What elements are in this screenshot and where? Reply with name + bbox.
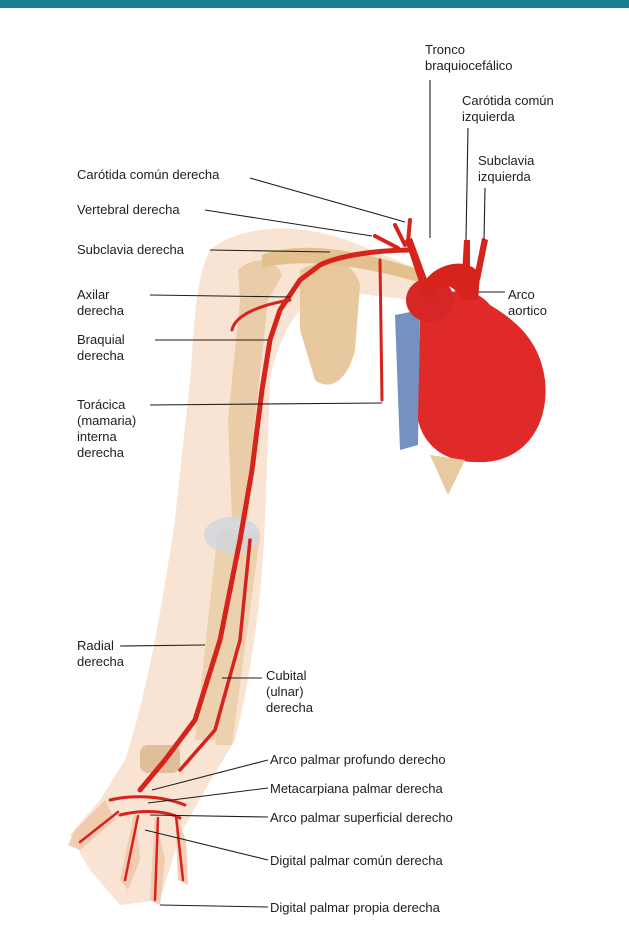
label-axilar-derecha: Axilar derecha: [77, 287, 124, 319]
label-line: Arco: [508, 287, 547, 303]
label-line: Tronco: [425, 42, 512, 58]
label-arco-aortico: Arco aortico: [508, 287, 547, 319]
left-carotid: [462, 240, 470, 275]
label-line: derecha: [266, 700, 313, 716]
internal-thoracic: [380, 260, 382, 400]
label-line: Subclavia: [478, 153, 534, 169]
vena-cava: [395, 310, 420, 450]
label-subclavia-derecha: Subclavia derecha: [77, 242, 184, 258]
label-line: Carótida común: [462, 93, 554, 109]
label-tronco-braquiocefalico: Tronco braquiocefálico: [425, 42, 512, 74]
label-line: derecha: [77, 348, 125, 364]
label-line: izquierda: [462, 109, 554, 125]
label-line: Radial: [77, 638, 124, 654]
elbow-joint: [204, 517, 260, 553]
label-radial-derecha: Radial derecha: [77, 638, 124, 670]
label-line: (mamaria): [77, 413, 136, 429]
label-cubital-derecha: Cubital (ulnar) derecha: [266, 668, 313, 716]
carotid-vertebral-branches: [375, 220, 410, 248]
label-arco-palmar-superficial: Arco palmar superficial derecho: [270, 810, 453, 826]
label-line: (ulnar): [266, 684, 313, 700]
label-line: Cubital: [266, 668, 313, 684]
label-line: braquiocefálico: [425, 58, 512, 74]
leader-carotida-der: [250, 178, 405, 222]
label-digital-palmar-propia: Digital palmar propia derecha: [270, 900, 440, 916]
label-line: Torácica: [77, 397, 136, 413]
leader-digital-propia: [160, 905, 268, 907]
label-line: derecha: [77, 654, 124, 670]
leader-carotida-izq: [466, 128, 468, 240]
label-metacarpiana-palmar: Metacarpiana palmar derecha: [270, 781, 443, 797]
label-line: Braquial: [77, 332, 125, 348]
label-toracica-interna-derecha: Torácica (mamaria) interna derecha: [77, 397, 136, 461]
leader-subclavia-izq: [484, 188, 485, 240]
label-subclavia-izquierda: Subclavia izquierda: [478, 153, 534, 185]
label-arco-palmar-profundo: Arco palmar profundo derecho: [270, 752, 446, 768]
label-line: aortico: [508, 303, 547, 319]
label-line: derecha: [77, 445, 136, 461]
label-carotida-comun-derecha: Carótida común derecha: [77, 167, 219, 183]
heart-apex: [430, 455, 465, 495]
label-line: interna: [77, 429, 136, 445]
left-subclavian: [474, 238, 488, 280]
scapula-bone: [300, 262, 360, 385]
label-braquial-derecha: Braquial derecha: [77, 332, 125, 364]
label-line: izquierda: [478, 169, 534, 185]
label-digital-palmar-comun: Digital palmar común derecha: [270, 853, 443, 869]
label-line: derecha: [77, 303, 124, 319]
label-line: Axilar: [77, 287, 124, 303]
label-carotida-comun-izquierda: Carótida común izquierda: [462, 93, 554, 125]
label-vertebral-derecha: Vertebral derecha: [77, 202, 180, 218]
